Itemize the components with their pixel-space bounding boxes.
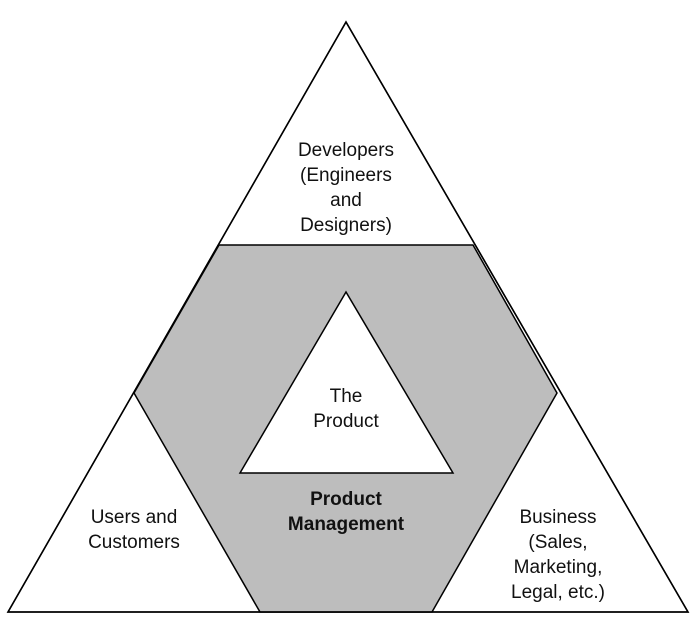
business-line-3: Marketing, — [513, 557, 603, 578]
business-line-2: (Sales, — [528, 532, 588, 553]
outer-triangle-outline — [6, 20, 690, 613]
users-customers-label: Users and Customers — [64, 505, 204, 555]
the-product-line-1: The — [329, 386, 363, 407]
business-line-4: Legal, etc.) — [511, 582, 605, 603]
developers-label: Developers (Engineers and Designers) — [246, 138, 446, 238]
the-product-line-2: Product — [313, 411, 379, 432]
product-management-label: Product Management — [246, 487, 446, 537]
developers-line-4: Designers) — [300, 215, 392, 236]
the-product-label: The Product — [266, 384, 426, 434]
developers-line-1: Developers — [297, 140, 395, 161]
business-label: Business (Sales, Marketing, Legal, etc.) — [488, 505, 628, 605]
product-management-line-1: Product — [310, 489, 382, 510]
users-customers-line-2: Customers — [88, 532, 180, 553]
product-management-line-2: Management — [287, 514, 405, 535]
product-triangle — [238, 290, 455, 474]
users-customers-line-1: Users and — [90, 507, 178, 528]
business-line-1: Business — [519, 507, 597, 528]
developers-line-2: (Engineers — [300, 165, 392, 186]
developers-line-3: and — [330, 190, 362, 211]
